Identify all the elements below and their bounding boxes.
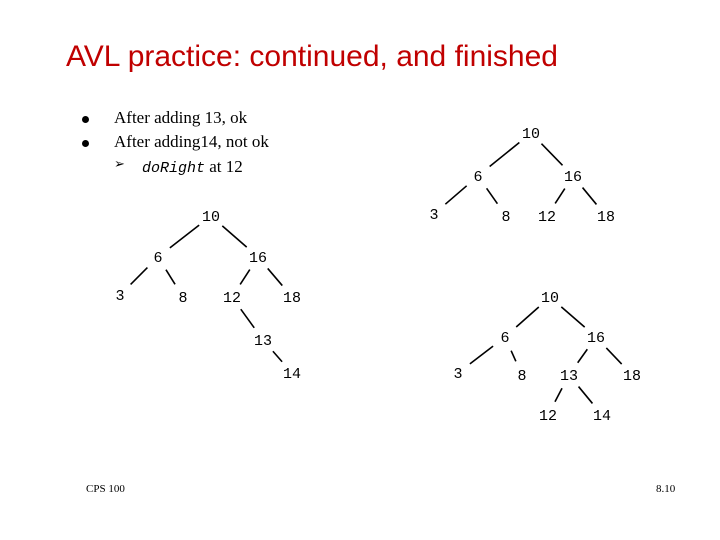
footer-page-number: 8.10	[656, 483, 676, 495]
tree-node-18: 18	[283, 290, 301, 307]
tree-edge	[554, 387, 563, 403]
tree-edge	[581, 187, 598, 205]
tree-after-double-rotation: 10 6 16 3 8 13 18 12 14	[453, 290, 641, 425]
tree-node-18: 18	[623, 368, 641, 385]
tree-edge	[560, 306, 586, 328]
tree-node-3: 3	[453, 366, 462, 383]
tree-node-16: 16	[564, 169, 582, 186]
sub-bullet-tail: at 12	[205, 157, 243, 176]
tree-node-10: 10	[202, 209, 220, 226]
tree-edge	[444, 185, 468, 205]
tree-node-8: 8	[517, 368, 526, 385]
tree-edge	[221, 225, 248, 248]
tree-edge	[515, 306, 540, 328]
bullet-dot-icon	[82, 116, 89, 123]
tree-edge	[605, 347, 623, 365]
tree-edge	[540, 143, 564, 166]
tree-node-6: 6	[153, 250, 162, 267]
tree-edge	[469, 345, 494, 365]
arrow-bullet-icon: ➢	[114, 157, 125, 172]
tree-edge	[267, 267, 283, 287]
tree-node-3: 3	[115, 288, 124, 305]
tree-edge	[239, 269, 251, 285]
tree-edge	[169, 224, 200, 249]
tree-node-6: 6	[473, 169, 482, 186]
tree-node-6: 6	[500, 330, 509, 347]
sub-bullet-text: doRight at 12	[142, 157, 243, 177]
tree-after-adding-13: 10 6 16 3 8 12 18	[429, 126, 615, 226]
tree-edge	[489, 141, 520, 168]
tree-node-16: 16	[587, 330, 605, 347]
tree-edge	[240, 308, 255, 329]
tree-node-12: 12	[223, 290, 241, 307]
tree-node-10: 10	[541, 290, 559, 307]
bullet-dot-icon	[82, 140, 89, 147]
tree-after-adding-14: 10 6 16 3 8 12 18 13 14	[115, 209, 301, 383]
tree-node-12: 12	[539, 408, 557, 425]
tree-node-14: 14	[593, 408, 611, 425]
tree-edge	[165, 269, 176, 285]
tree-node-12: 12	[538, 209, 556, 226]
bullet-text: After adding14, not ok	[114, 132, 269, 151]
footer-course: CPS 100	[86, 483, 125, 495]
tree-node-16: 16	[249, 250, 267, 267]
tree-node-8: 8	[178, 290, 187, 307]
tree-node-18: 18	[597, 209, 615, 226]
tree-edge	[577, 348, 588, 364]
tree-edge	[577, 386, 594, 404]
tree-edge	[510, 350, 517, 362]
tree-edge	[554, 188, 566, 204]
tree-node-13: 13	[254, 333, 272, 350]
tree-node-3: 3	[429, 207, 438, 224]
tree-edge	[485, 187, 499, 205]
bullet-text: After adding 13, ok	[114, 108, 248, 127]
tree-node-8: 8	[501, 209, 510, 226]
tree-node-10: 10	[522, 126, 540, 143]
tree-edge	[130, 267, 148, 285]
slide-title: AVL practice: continued, and finished	[66, 40, 558, 73]
tree-node-13: 13	[560, 368, 578, 385]
tree-edge	[272, 350, 283, 363]
method-name: doRight	[142, 160, 206, 177]
tree-node-14: 14	[283, 366, 301, 383]
